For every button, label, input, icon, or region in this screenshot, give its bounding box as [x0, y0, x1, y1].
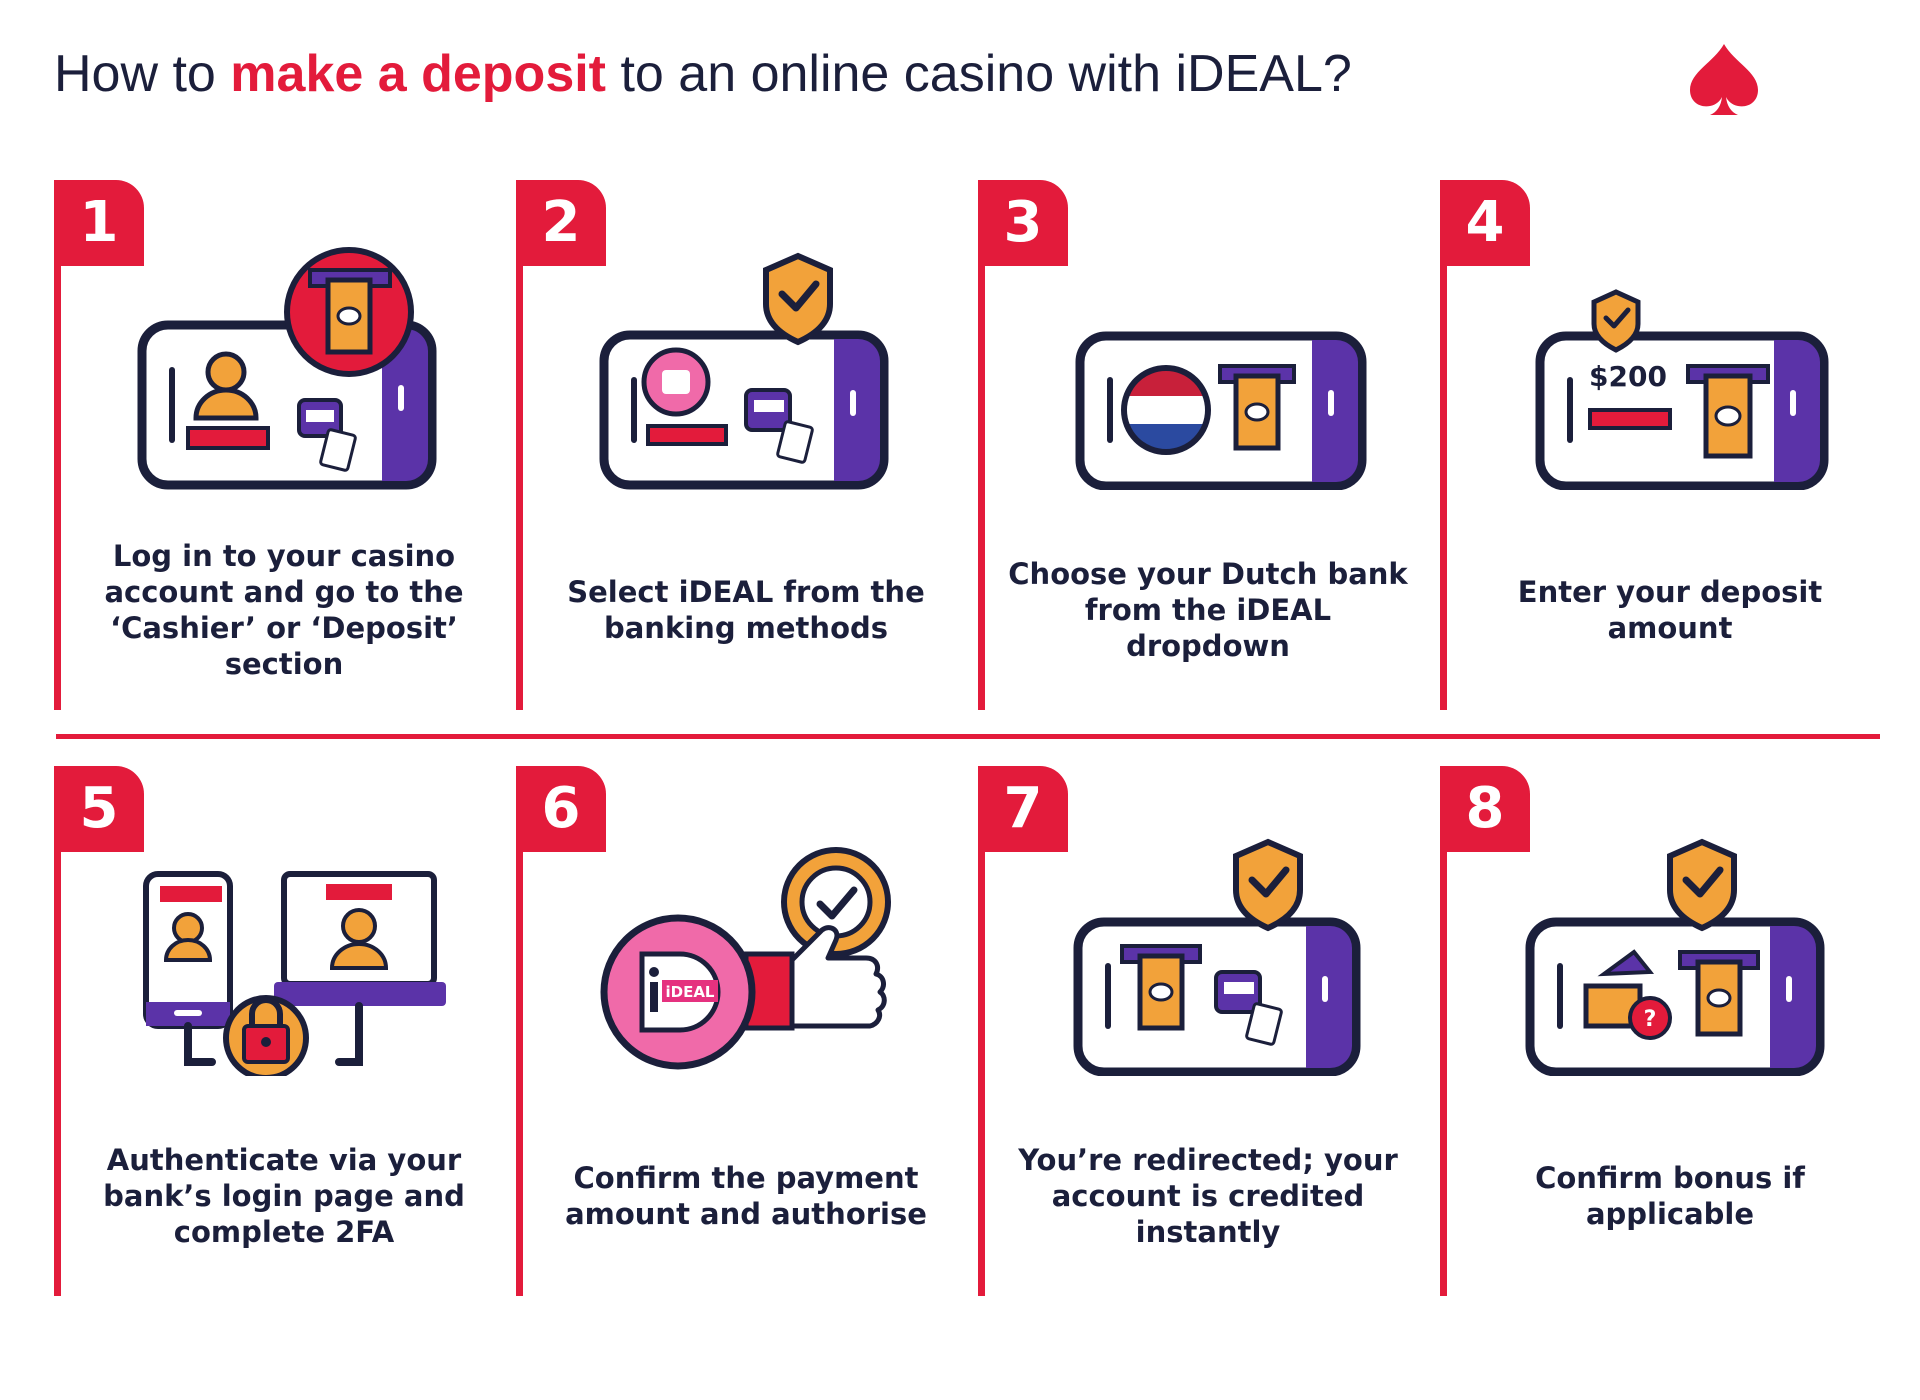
step-number: 7 — [978, 766, 1068, 852]
title-prefix: How to — [54, 45, 231, 103]
step-bar — [516, 180, 523, 710]
step-caption: Confirm the payment amount and authorise — [565, 1161, 927, 1231]
step-bar — [1440, 766, 1447, 1296]
svg-text:?: ? — [1644, 1007, 1657, 1032]
step-bar — [1440, 180, 1447, 710]
step-7: 7 You’re redirected; your account is cre… — [978, 766, 1438, 1296]
step-bar — [54, 180, 61, 710]
amount-label: $200 — [1589, 360, 1667, 393]
step-5: 5 Authenticate via your bank’s login pag… — [54, 766, 514, 1296]
spade-icon — [1690, 44, 1758, 115]
phone-amount-icon: $200 — [1535, 289, 1829, 490]
step-8: 8 ? Confirm bonus if applicable — [1440, 766, 1900, 1296]
title-suffix: to an online casino with iDEAL? — [606, 45, 1352, 103]
step-bar — [978, 766, 985, 1296]
step-bar — [978, 180, 985, 710]
step-number: 4 — [1440, 180, 1530, 266]
title-highlight: make a deposit — [230, 45, 607, 103]
step-3: 3 Choose your Dutch bank from the iDEAL … — [978, 180, 1438, 710]
step-number: 5 — [54, 766, 144, 852]
step-bar — [54, 766, 61, 1296]
step-4: 4 $200 Enter your deposit amount — [1440, 180, 1900, 710]
page-title: How to make a deposit to an online casin… — [54, 44, 1352, 104]
phone-login-cash-icon — [137, 247, 437, 490]
phone-dutch-flag-icon — [1075, 331, 1367, 490]
step-number: 6 — [516, 766, 606, 852]
step-caption: Log in to your casino account and go to … — [104, 539, 464, 681]
ideal-thumbs-up-icon: iDEAL — [600, 847, 891, 1070]
phone-credited-icon — [1073, 838, 1361, 1076]
step-bar — [516, 766, 523, 1296]
phone-ideal-shield-icon — [599, 252, 889, 490]
step-caption: Choose your Dutch bank from the iDEAL dr… — [1008, 557, 1408, 663]
two-factor-lock-icon — [143, 871, 446, 1076]
step-number: 1 — [54, 180, 144, 266]
step-caption: Confirm bonus if applicable — [1535, 1161, 1805, 1231]
step-number: 3 — [978, 180, 1068, 266]
step-caption: Authenticate via your bank’s login page … — [103, 1143, 465, 1249]
step-1: 1 Log in to your casino account and go t… — [54, 180, 514, 710]
step-caption: Enter your deposit amount — [1517, 575, 1823, 645]
step-caption: Select iDEAL from the banking methods — [567, 575, 925, 645]
step-2: 2 Select iDEAL from the banking methods — [516, 180, 976, 710]
step-number: 8 — [1440, 766, 1530, 852]
step-6: 6 iDEAL Confirm the payment amount and a… — [516, 766, 976, 1296]
step-number: 2 — [516, 180, 606, 266]
ideal-badge-label: iDEAL — [665, 983, 714, 1001]
row-divider — [56, 734, 1880, 739]
phone-bonus-icon: ? — [1525, 838, 1825, 1076]
step-caption: You’re redirected; your account is credi… — [1018, 1143, 1398, 1249]
